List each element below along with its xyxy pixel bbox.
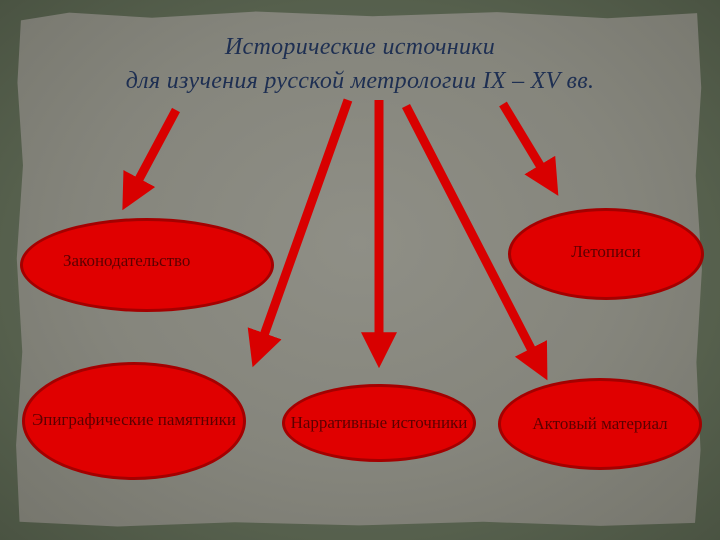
arrow-to-epigraphic	[247, 98, 353, 368]
arrow-to-legislation	[122, 107, 180, 211]
node-acts-label: Актовый материал	[532, 414, 668, 434]
node-chronicles-label: Летописи	[571, 242, 641, 262]
node-epigraphic: Эпиграфические памятники	[22, 362, 246, 480]
node-chronicles: Летописи	[508, 208, 704, 300]
node-legislation: Законодательство	[20, 218, 274, 312]
title-line-2: для изучения русской метрологии IX – XV …	[125, 68, 595, 94]
node-legislation-label: Законодательство	[63, 250, 191, 270]
title-line-1: Исторические источники	[224, 34, 496, 60]
node-acts: Актовый материал	[498, 378, 702, 470]
node-narrative: Нарративные источники	[282, 384, 476, 462]
arrow-to-chronicles	[499, 101, 559, 196]
arrow-to-acts	[401, 103, 548, 381]
node-narrative-label: Нарративные источники	[290, 413, 468, 433]
node-epigraphic-label: Эпиграфические памятники	[32, 410, 236, 430]
